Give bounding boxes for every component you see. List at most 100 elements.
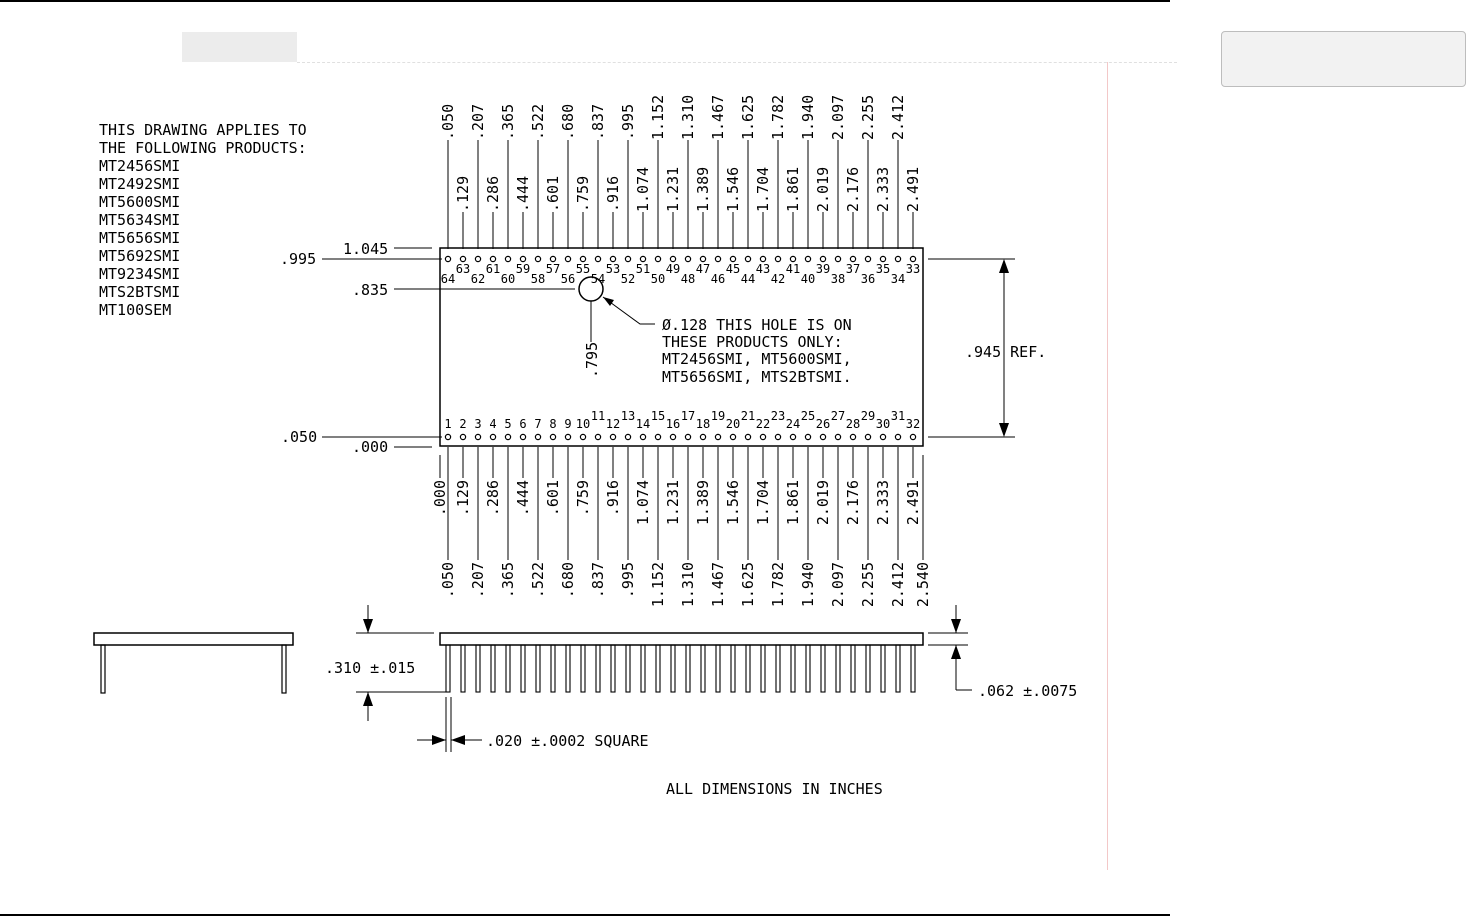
pin-hole-bottom: [669, 433, 677, 441]
header-dashed-rule: [297, 62, 1177, 63]
bottom-dim-a: 1.625: [739, 562, 757, 607]
pin-number-bottom: 17: [681, 409, 695, 423]
bottom-dim-a: .050: [439, 562, 457, 598]
pin-hole-top: [624, 255, 632, 263]
side-pin: [610, 644, 616, 693]
pin-number-bottom: 18: [696, 417, 710, 431]
pin-number-bottom: 19: [711, 409, 725, 423]
pin-hole-bottom: [474, 433, 482, 441]
top-dim-a: .365: [499, 104, 517, 140]
side-view-board: [439, 632, 924, 646]
bottom-dim-b: 1.231: [664, 480, 682, 525]
pin-hole-top: [759, 255, 767, 263]
pin-size-dim: .020 ±.0002 SQUARE: [417, 697, 649, 752]
pin-number-top: 34: [891, 272, 905, 286]
pin-hole-bottom: [744, 433, 752, 441]
pin-number-top: 57: [546, 262, 560, 276]
side-pin: [880, 644, 886, 693]
product-5: MT5656SMI: [99, 229, 180, 247]
footer-note: ALL DIMENSIONS IN INCHES: [666, 780, 883, 798]
pin-hole-top: [819, 255, 827, 263]
side-pin: [505, 644, 511, 693]
top-dim-b: .759: [574, 176, 592, 212]
pin-hole-top: [789, 255, 797, 263]
pin-hole-top: [474, 255, 482, 263]
pin-number-top: 36: [861, 272, 875, 286]
bottom-dim-a: 1.467: [709, 562, 727, 607]
bottom-dim-a: .995: [619, 562, 637, 598]
pin-hole-top: [534, 255, 542, 263]
side-pin: [685, 644, 691, 693]
side-pin: [670, 644, 676, 693]
bottom-dim-a: 2.255: [859, 562, 877, 607]
pin-hole-bottom: [909, 433, 917, 441]
side-pin: [715, 644, 721, 693]
top-dim-a: 1.310: [679, 95, 697, 140]
pin-number-top: 48: [681, 272, 695, 286]
pin-number-bottom: 15: [651, 409, 665, 423]
top-dim-b: .129: [454, 176, 472, 212]
ref-dim-label: .945 REF.: [965, 343, 1046, 361]
board-thickness-label: .062 ±.0075: [978, 682, 1077, 700]
pin-hole-top: [579, 255, 587, 263]
pin-number-top: 37: [846, 262, 860, 276]
pin-number-bottom: 22: [756, 417, 770, 431]
pin-hole-top: [609, 255, 617, 263]
product-9: MT100SEM: [99, 301, 171, 319]
pin-number-bottom: 8: [549, 417, 556, 431]
top-dim-b: .286: [484, 176, 502, 212]
pin-hole-bottom: [894, 433, 902, 441]
dim-835: .835: [352, 281, 388, 299]
pin-number-bottom: 4: [489, 417, 496, 431]
pin-number-bottom: 3: [474, 417, 481, 431]
side-pin: [640, 644, 646, 693]
pin-number-top: 53: [606, 262, 620, 276]
side-pin: [895, 644, 901, 693]
header-tab-box[interactable]: [182, 32, 297, 62]
pin-hole-bottom: [444, 433, 452, 441]
pin-hole-top: [909, 255, 917, 263]
pin-number-bottom: 6: [519, 417, 526, 431]
pin-hole-top: [849, 255, 857, 263]
pin-number-top: 62: [471, 272, 485, 286]
bottom-dim-a: 2.540: [914, 562, 932, 607]
pin-number-top: 42: [771, 272, 785, 286]
side-pin: [835, 644, 841, 693]
side-pin: [595, 644, 601, 693]
pin-number-bottom: 31: [891, 409, 905, 423]
top-dim-a: 2.412: [889, 95, 907, 140]
pin-hole-bottom: [609, 433, 617, 441]
bottom-dim-a: 1.940: [799, 562, 817, 607]
pin-hole-bottom: [849, 433, 857, 441]
bottom-dim-a: 2.412: [889, 562, 907, 607]
pin-holes: [444, 255, 917, 441]
bottom-dim-b: 2.491: [904, 480, 922, 525]
pin-hole-top: [669, 255, 677, 263]
bottom-dim-b: .444: [514, 480, 532, 516]
bottom-dim-b: .759: [574, 480, 592, 516]
pin-number-bottom: 16: [666, 417, 680, 431]
pin-number-bottom: 13: [621, 409, 635, 423]
pin-hole-bottom: [834, 433, 842, 441]
pin-number-bottom: 26: [816, 417, 830, 431]
pin-number-bottom: 24: [786, 417, 800, 431]
applies-line-2: THE FOLLOWING PRODUCTS:: [99, 139, 307, 157]
product-6: MT5692SMI: [99, 247, 180, 265]
pin-number-bottom: 28: [846, 417, 860, 431]
side-pin: [790, 644, 796, 693]
bottom-dim-b: 1.389: [694, 480, 712, 525]
pin-hole-bottom: [564, 433, 572, 441]
pin-hole-top: [879, 255, 887, 263]
bottom-dim-b: 2.333: [874, 480, 892, 525]
right-panel-box[interactable]: [1221, 31, 1466, 87]
pin-hole-top: [714, 255, 722, 263]
pin-hole-bottom: [519, 433, 527, 441]
top-dim-a: 1.782: [769, 95, 787, 140]
pin-hole-top: [549, 255, 557, 263]
pin-number-bottom: 2: [459, 417, 466, 431]
ref-dimension: .945 REF.: [928, 258, 1046, 438]
pin-hole-bottom: [864, 433, 872, 441]
pin-hole-bottom: [579, 433, 587, 441]
pin-hole-bottom: [624, 433, 632, 441]
